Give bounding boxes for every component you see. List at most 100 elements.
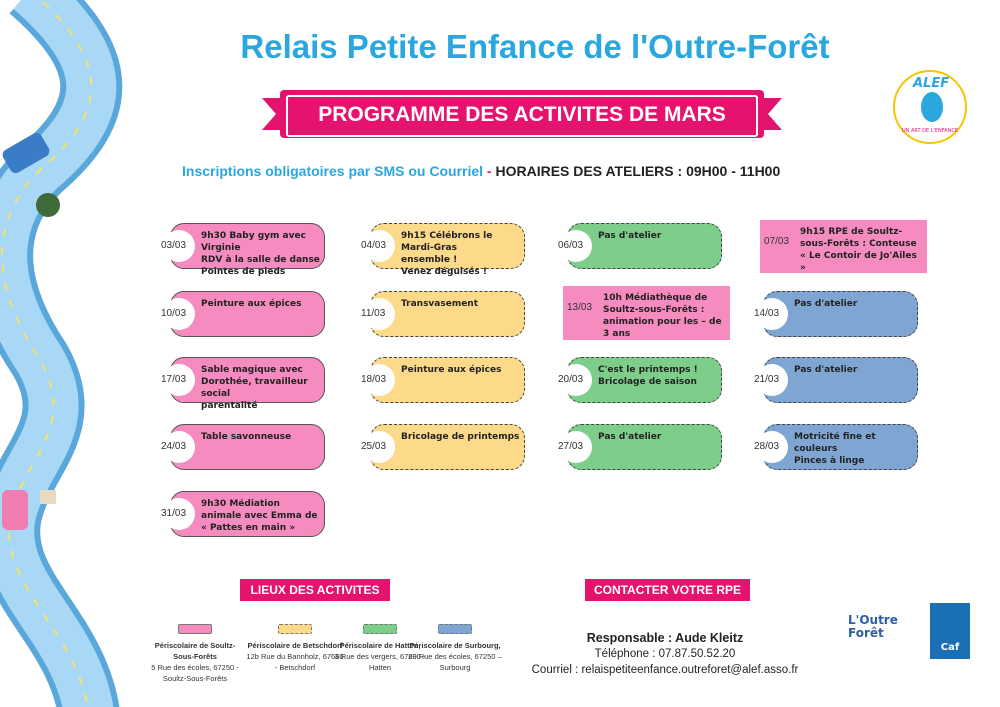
activity-card: 28/03 Motricité fine et couleurs Pinces à… (754, 424, 918, 470)
location-address: 5 Rue des écoles, 67250 - Soultz-Sous-Fo… (151, 663, 239, 683)
subtitle: Inscriptions obligatoires par SMS ou Cou… (182, 163, 780, 179)
card-date: 24/03 (161, 441, 187, 452)
card-date: 14/03 (754, 308, 780, 319)
card-text: Pas d'atelier (598, 231, 662, 241)
tree-icon (36, 193, 60, 217)
card-date: 20/03 (558, 374, 584, 385)
card-text: Table savonneuse (201, 432, 292, 442)
location-name: Périscolaire de Hatten, (339, 641, 421, 650)
activity-card: 20/03 C'est le printemps ! Bricolage de s… (558, 357, 722, 403)
card-date: 13/03 (567, 302, 593, 313)
activity-card: 25/03 Bricolage de printemps (361, 424, 525, 470)
card-date: 04/03 (361, 240, 387, 251)
program-banner: PROGRAMME DES ACTIVITES DE MARS (262, 90, 782, 138)
location-name: Périscolaire de Soultz-Sous-Forêts (154, 641, 236, 661)
card-notch (363, 298, 395, 330)
location-swatch (363, 624, 397, 634)
activity-card: 13/03 10h Médiathèque de Soultz-sous-Forê… (563, 286, 730, 340)
lieux-heading: LIEUX DES ACTIVITES (240, 579, 390, 601)
card-notch (163, 431, 195, 463)
card-notch (363, 364, 395, 396)
card-notch (163, 230, 195, 262)
car-icon (2, 132, 50, 174)
activity-card: 06/03 Pas d'atelier (558, 223, 722, 269)
alef-logo-sub: UN ART DE L'ENFANCE (901, 128, 959, 134)
card-text: Pas d'atelier (598, 432, 662, 442)
card-date: 21/03 (754, 374, 780, 385)
activity-card: 11/03 Transvasement (361, 291, 525, 337)
banner-text: PROGRAMME DES ACTIVITES DE MARS (286, 95, 758, 137)
card-notch (163, 298, 195, 330)
activity-card: 18/03 Peinture aux épices (361, 357, 525, 403)
location-item: Périscolaire de Surbourg, 20 Rue des écol… (405, 624, 505, 673)
card-text: C'est le printemps ! Bricolage de saison (598, 365, 698, 387)
card-notch (560, 364, 592, 396)
contact-heading: CONTACTER VOTRE RPE (585, 579, 750, 601)
card-notch (163, 364, 195, 396)
location-item: Périscolaire de Betschdorf 12b Rue du Ban… (245, 624, 345, 673)
card-text: Peinture aux épices (201, 299, 302, 309)
card-date: 17/03 (161, 374, 187, 385)
card-notch (363, 431, 395, 463)
activity-card: 31/03 9h30 Médiation animale avec Emma de… (161, 491, 325, 537)
activity-card: 17/03 Sable magique avec Dorothée, travai… (161, 357, 325, 411)
subtitle-registration: Inscriptions obligatoires par SMS ou Cou… (182, 163, 484, 179)
card-text: Transvasement (401, 299, 479, 309)
alef-logo: ALEF UN ART DE L'ENFANCE (893, 70, 967, 144)
card-notch (756, 298, 788, 330)
house-icon (40, 490, 56, 504)
location-name: Périscolaire de Betschdorf (247, 641, 343, 650)
location-name: Périscolaire de Surbourg, (409, 641, 501, 650)
card-date: 31/03 (161, 508, 187, 519)
card-notch (756, 431, 788, 463)
card-text: 10h Médiathèque de Soultz-sous-Forêts : … (603, 293, 722, 339)
card-text: 9h15 RPE de Soultz-sous-Forêts : Conteus… (800, 227, 917, 273)
card-date: 07/03 (764, 236, 790, 247)
contact-email[interactable]: Courriel : relaispetiteenfance.outrefore… (531, 664, 799, 676)
location-swatch (178, 624, 212, 634)
activity-card: 21/03 Pas d'atelier (754, 357, 918, 403)
car-icon (2, 490, 28, 530)
road-decoration (0, 0, 123, 707)
activity-card: 04/03 9h15 Célébrons le Mardi-Gras ensemb… (361, 223, 525, 277)
location-address: 20 Rue des écoles, 67250 – Surbourg (408, 652, 502, 672)
location-swatch (438, 624, 472, 634)
card-date: 03/03 (161, 240, 187, 251)
card-notch (560, 230, 592, 262)
card-notch (756, 364, 788, 396)
card-date: 11/03 (361, 308, 386, 319)
contact-block: Responsable : Aude Kleitz Téléphone : 07… (505, 630, 825, 678)
card-date: 10/03 (161, 308, 187, 319)
activity-card: 14/03 Pas d'atelier (754, 291, 918, 337)
card-date: 18/03 (361, 374, 387, 385)
card-text: 9h15 Célébrons le Mardi-Gras ensemble ! … (401, 231, 493, 277)
page-title: Relais Petite Enfance de l'Outre-Forêt (240, 28, 830, 65)
location-address: 12b Rue du Bannholz, 67660 - Betschdorf (246, 652, 344, 672)
card-text: Motricité fine et couleurs Pinces à ling… (794, 432, 876, 466)
card-text: Sable magique avec Dorothée, travailleur… (201, 365, 308, 411)
card-text: Pas d'atelier (794, 299, 858, 309)
card-notch (163, 498, 195, 530)
card-text: Bricolage de printemps (401, 432, 520, 442)
subtitle-dash: - (483, 163, 496, 179)
subtitle-hours: HORAIRES DES ATELIERS : 09H00 - 11H00 (495, 163, 781, 179)
contact-telephone: Téléphone : 07.87.50.52.20 (594, 648, 736, 660)
card-date: 06/03 (558, 240, 584, 251)
location-item: Périscolaire de Hatten,3 Rue des vergers… (330, 624, 430, 673)
outreforet-logo: L'Outre Forêt (848, 613, 898, 640)
card-text: 9h30 Médiation animale avec Emma de « Pa… (201, 499, 318, 533)
activity-card: 03/03 9h30 Baby gym avec Virginie RDV à l… (161, 223, 325, 277)
alef-logo-text: ALEF (913, 76, 950, 91)
card-notch (560, 431, 592, 463)
caf-logo: Caf (930, 603, 970, 659)
card-date: 25/03 (361, 441, 387, 452)
activity-card: 24/03 Table savonneuse (161, 424, 325, 470)
location-swatch (278, 624, 312, 634)
activity-card: 27/03 Pas d'atelier (558, 424, 722, 470)
card-text: 9h30 Baby gym avec Virginie RDV à la sal… (201, 231, 320, 277)
card-date: 28/03 (754, 441, 780, 452)
card-text: Peinture aux épices (401, 365, 502, 375)
card-text: Pas d'atelier (794, 365, 858, 375)
activity-card: 10/03 Peinture aux épices (161, 291, 325, 337)
card-date: 27/03 (558, 441, 584, 452)
